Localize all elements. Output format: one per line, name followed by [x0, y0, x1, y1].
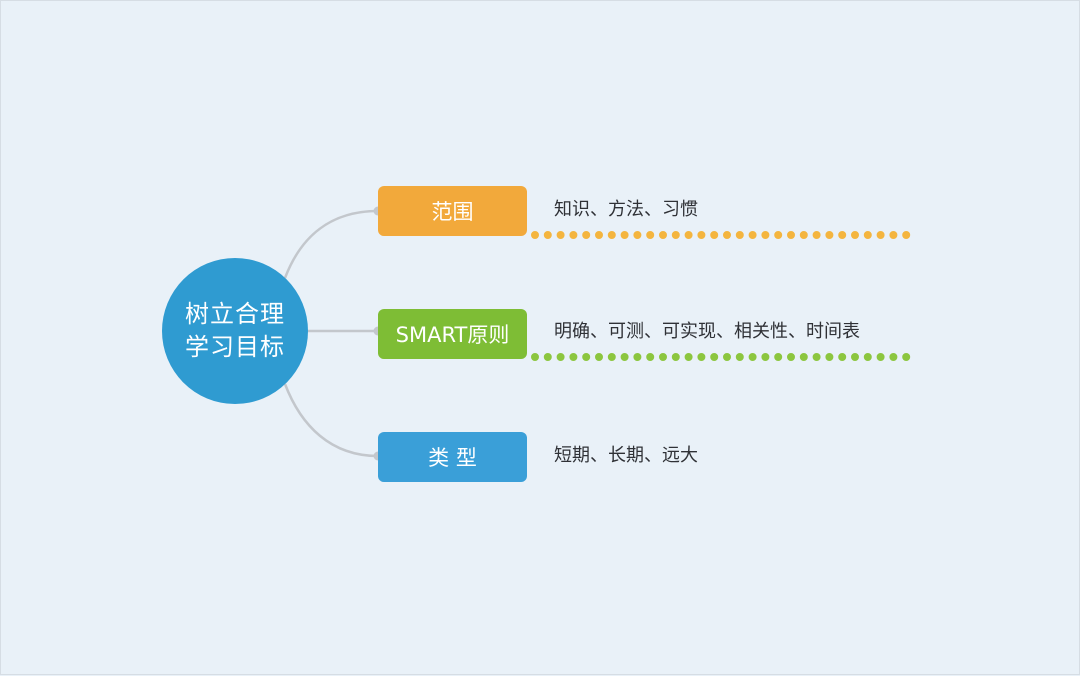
- branch-smart: SMART原则: [378, 309, 527, 359]
- branch-scope: 范围: [378, 186, 527, 236]
- center-topic: 树立合理 学习目标: [162, 258, 308, 404]
- branch-smart-description: 明确、可测、可实现、相关性、时间表: [554, 321, 860, 342]
- branch-scope-description: 知识、方法、习惯: [554, 199, 698, 220]
- branch-smart-label: SMART原则: [395, 323, 510, 347]
- center-topic-line1: 树立合理: [185, 300, 285, 328]
- branch-type: 类 型: [378, 432, 527, 482]
- connector-top: [283, 209, 379, 279]
- center-topic-line2: 学习目标: [185, 333, 285, 361]
- branch-smart-dotted-line: [531, 353, 911, 361]
- branch-type-description: 短期、长期、远大: [554, 445, 698, 466]
- connector-bottom: [283, 383, 379, 458]
- branch-type-label: 类 型: [428, 446, 477, 470]
- branch-scope-dotted-line: [531, 231, 911, 239]
- branch-scope-label: 范围: [431, 200, 474, 224]
- center-topic-text: 树立合理 学习目标: [180, 298, 290, 364]
- branch-type-dotted-line: [531, 476, 911, 484]
